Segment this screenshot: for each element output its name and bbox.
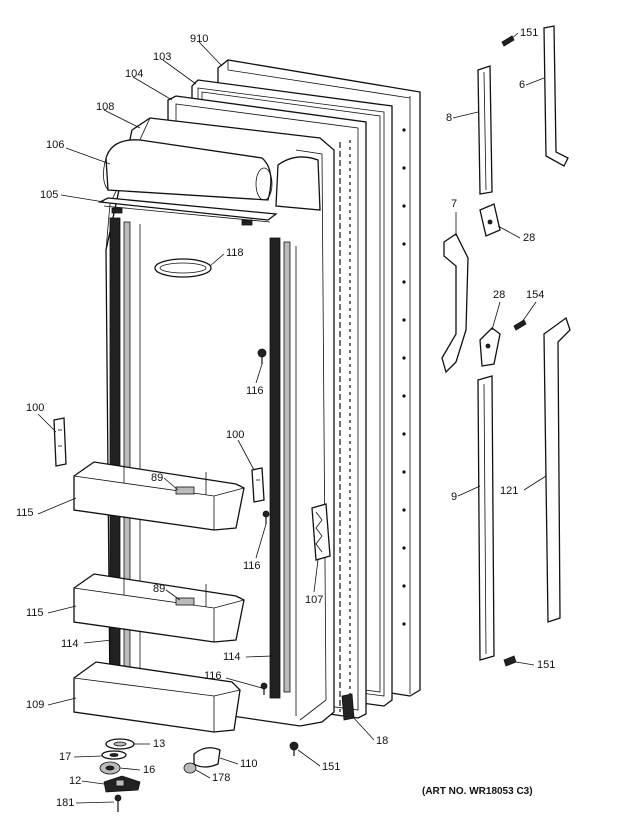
callout-label-89: 89 bbox=[151, 472, 163, 484]
hinge-pin-13 bbox=[105, 738, 135, 750]
callout-label-115: 115 bbox=[26, 607, 44, 619]
callout-label-114: 114 bbox=[223, 651, 241, 663]
callout-label-109: 109 bbox=[26, 699, 44, 711]
handle-trim-121 bbox=[543, 316, 571, 623]
bushing-16 bbox=[99, 761, 121, 775]
callout-label-17: 17 bbox=[59, 751, 71, 763]
cap-178 bbox=[183, 762, 197, 774]
cam-12 bbox=[103, 775, 141, 793]
screw-154 bbox=[513, 319, 527, 331]
washer-17 bbox=[101, 750, 127, 760]
cover-rail bbox=[97, 197, 278, 226]
callout-label-106: 106 bbox=[46, 139, 64, 151]
callout-label-178: 178 bbox=[212, 772, 230, 784]
callout-label-18: 18 bbox=[376, 735, 388, 747]
dairy-compartment-cover bbox=[103, 139, 321, 211]
door-bin-lower bbox=[73, 573, 245, 643]
plug-110 bbox=[193, 747, 221, 768]
callout-label-7: 7 bbox=[451, 198, 457, 210]
callout-label-181: 181 bbox=[56, 797, 74, 809]
shelf-support-right bbox=[251, 467, 265, 503]
panel-screw-dot bbox=[402, 128, 406, 132]
callout-label-13: 13 bbox=[153, 738, 165, 750]
callout-label-151: 151 bbox=[322, 761, 340, 773]
callout-label-108: 108 bbox=[96, 101, 114, 113]
callout-label-110: 110 bbox=[240, 758, 258, 770]
panel-screw-dot bbox=[402, 584, 406, 588]
panel-screw-dot bbox=[402, 280, 406, 284]
screw-151-top bbox=[501, 35, 515, 47]
panel-screw-dot bbox=[402, 432, 406, 436]
leader-lines bbox=[37, 32, 547, 804]
handle-7 bbox=[441, 233, 469, 374]
callout-label-104: 104 bbox=[125, 68, 143, 80]
screw-116-top bbox=[257, 348, 267, 364]
callout-label-151: 151 bbox=[537, 659, 555, 671]
callout-label-9: 9 bbox=[451, 491, 457, 503]
panel-screw-dot bbox=[402, 204, 406, 208]
door-bin-upper bbox=[73, 461, 245, 531]
callout-label-16: 16 bbox=[143, 764, 155, 776]
callout-label-100: 100 bbox=[226, 429, 244, 441]
panel-screw-dot bbox=[402, 546, 406, 550]
callout-label-154: 154 bbox=[526, 289, 544, 301]
screw-116-low bbox=[260, 682, 268, 695]
panel-screw-dot bbox=[402, 622, 406, 626]
panel-screw-dot bbox=[402, 394, 406, 398]
callout-label-100: 100 bbox=[26, 402, 44, 414]
callout-label-910: 910 bbox=[190, 33, 208, 45]
screw-181 bbox=[114, 794, 122, 812]
callout-label-89: 89 bbox=[153, 583, 165, 595]
callout-label-8: 8 bbox=[446, 112, 452, 124]
shelf-support-left bbox=[53, 417, 67, 467]
callout-label-151: 151 bbox=[520, 27, 538, 39]
callout-label-121: 121 bbox=[500, 485, 518, 497]
callout-label-116: 116 bbox=[246, 385, 264, 397]
screw-116-mid bbox=[262, 510, 270, 524]
screw-151-mid bbox=[503, 655, 517, 667]
callout-labels: 151 910 103 6 104 108 8 106 105 7 28 118 28 154 116 100… bbox=[16, 27, 555, 809]
panel-screw-dot bbox=[402, 470, 406, 474]
callout-label-105: 105 bbox=[40, 189, 58, 201]
callout-label-116: 116 bbox=[243, 560, 261, 572]
panel-screw-dot bbox=[402, 318, 406, 322]
panel-screw-dot bbox=[402, 166, 406, 170]
callout-label-115: 115 bbox=[16, 507, 34, 519]
handle-bracket-28-top bbox=[479, 203, 501, 237]
handle-trim-6 bbox=[543, 25, 569, 167]
screw-151-bottom bbox=[289, 741, 299, 756]
handle-cap-9 bbox=[477, 375, 495, 661]
handle-bracket-28-bottom bbox=[479, 327, 501, 367]
callout-label-28: 28 bbox=[523, 232, 535, 244]
callout-label-118: 118 bbox=[226, 247, 244, 259]
callout-label-12: 12 bbox=[69, 775, 81, 787]
panel-screw-dot bbox=[402, 242, 406, 246]
door-bin-bottom bbox=[73, 661, 241, 733]
panel-screw-dot bbox=[402, 356, 406, 360]
callout-label-28: 28 bbox=[493, 289, 505, 301]
handle-cap-8 bbox=[477, 65, 493, 195]
art-number: (ART NO. WR18053 C3) bbox=[422, 786, 533, 797]
callout-label-103: 103 bbox=[153, 51, 171, 63]
oval-trim bbox=[154, 258, 212, 278]
callout-label-114: 114 bbox=[61, 638, 79, 650]
hinge-cam bbox=[311, 503, 331, 561]
panel-screw-dot bbox=[402, 508, 406, 512]
callout-label-107: 107 bbox=[305, 594, 323, 606]
callout-label-6: 6 bbox=[519, 79, 525, 91]
callout-label-116: 116 bbox=[204, 670, 222, 682]
